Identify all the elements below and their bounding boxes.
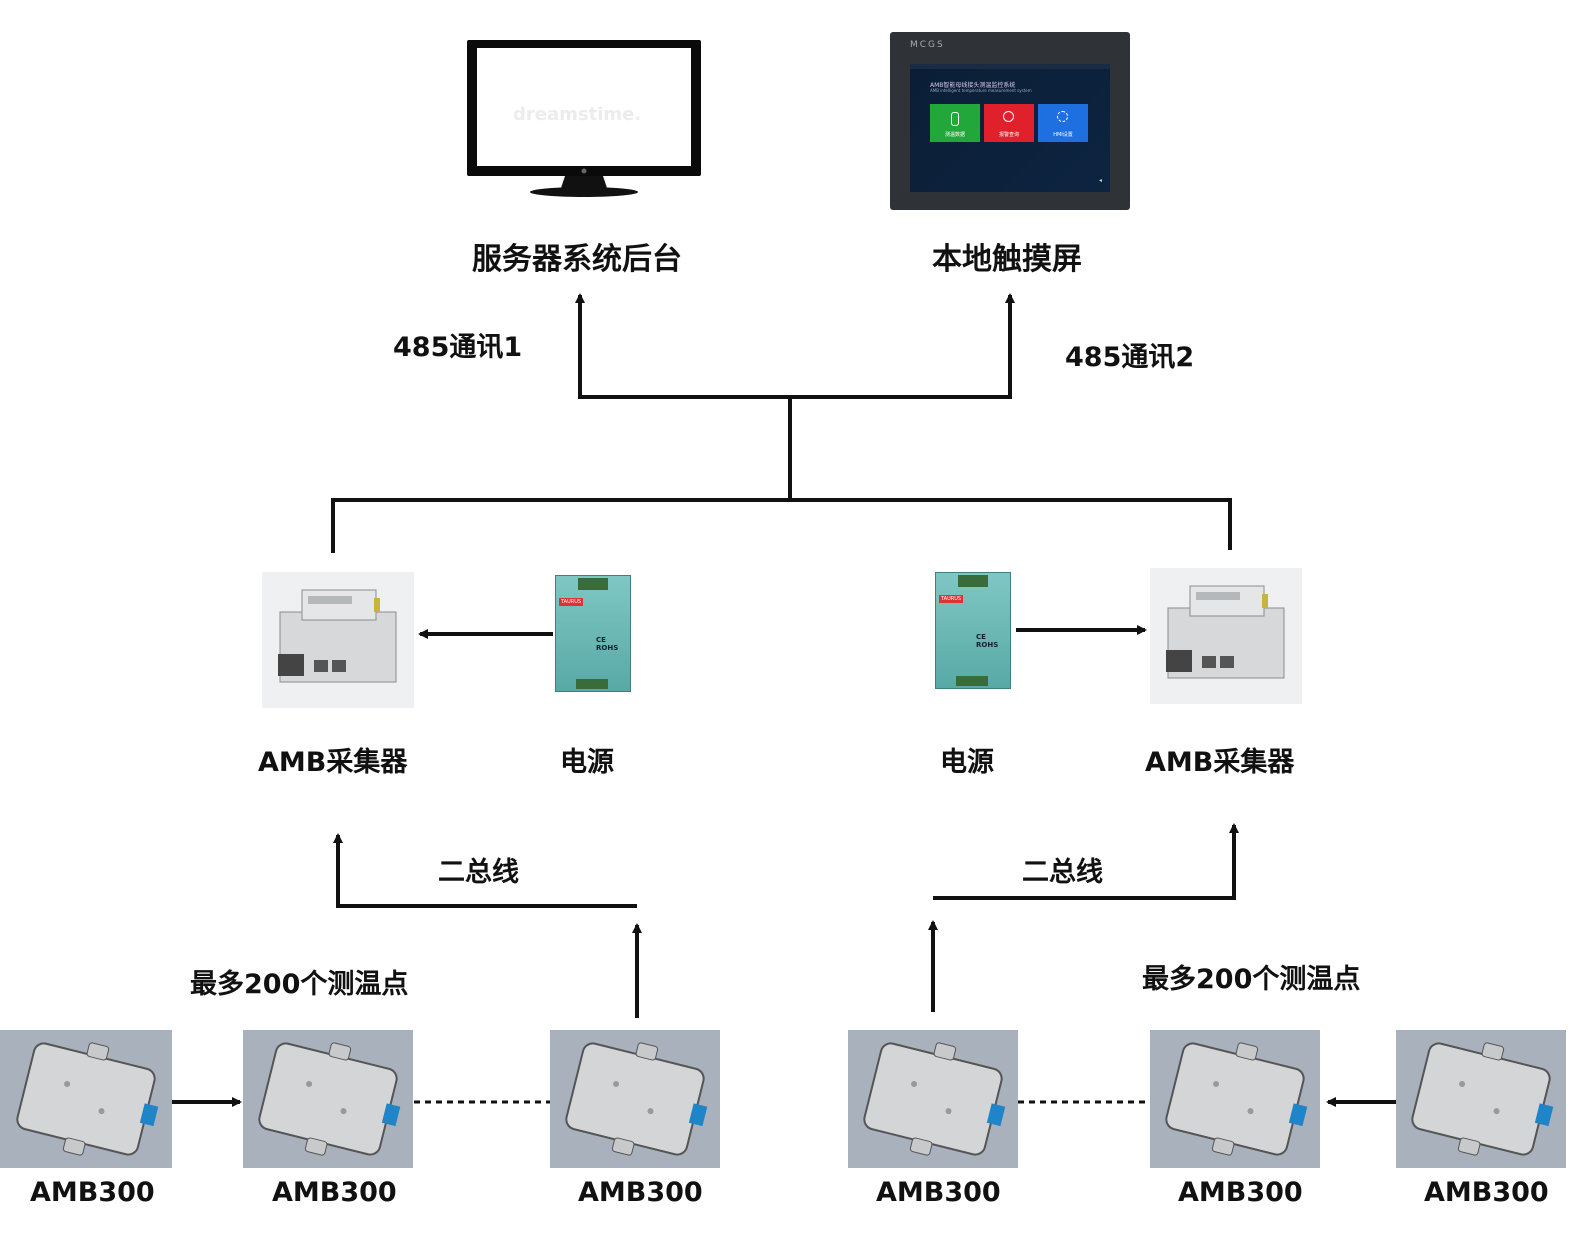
- right-sensor-2-label: AMB300: [1178, 1177, 1303, 1208]
- hmi-button-data[interactable]: 测温数据: [930, 104, 980, 142]
- left-bus-line: [333, 833, 637, 908]
- server-label: 服务器系统后台: [472, 242, 682, 277]
- left-power-supply: TAURUS CE ROHS: [555, 575, 631, 692]
- hmi-subtitle: AMB intelligent temperature measurement …: [930, 88, 1032, 93]
- psu-ce-mark: CE ROHS: [976, 633, 999, 649]
- psu-brand-badge: TAURUS: [559, 598, 584, 606]
- right-max-points-label: 最多200个测温点: [1142, 964, 1361, 995]
- touchscreen-label: 本地触摸屏: [932, 242, 1082, 277]
- left-sensor-1-label: AMB300: [30, 1177, 155, 1208]
- line-to-server: [575, 293, 790, 399]
- left-bus-label: 二总线: [438, 857, 519, 888]
- monitor-watermark: dreamstime.: [513, 104, 642, 125]
- hmi-screen: AMB智能母线接头测温监控系统 AMB intelligent temperat…: [910, 64, 1110, 192]
- right-sensor-3-module: [1396, 1030, 1566, 1168]
- server-monitor-icon: dreamstime.: [465, 38, 703, 200]
- left-sensor-1-module: [0, 1030, 172, 1168]
- hmi-button-settings[interactable]: HMI设置: [1038, 104, 1088, 142]
- comm1-label: 485通讯1: [393, 332, 523, 363]
- branch-line: [331, 498, 1232, 553]
- hmi-title: AMB智能母线接头测温监控系统: [930, 82, 1016, 89]
- right-sensor-2-module: [1150, 1030, 1320, 1168]
- left-collector-label: AMB采集器: [258, 747, 408, 778]
- right-collector-label: AMB采集器: [1145, 747, 1295, 778]
- left-sensor-3-label: AMB300: [578, 1177, 703, 1208]
- left-collector-device: [262, 572, 414, 708]
- left-sensor-2-label: AMB300: [272, 1177, 397, 1208]
- speaker-icon: ◂: [1098, 177, 1102, 184]
- touchscreen-device: MCGS AMB智能母线接头测温监控系统 AMB intelligent tem…: [890, 32, 1130, 210]
- right-bus-line: [933, 823, 1239, 900]
- gear-icon: [1057, 111, 1068, 122]
- left-power-label: 电源: [560, 747, 614, 778]
- left-sensor-2-module: [243, 1030, 413, 1168]
- hmi-brand: MCGS: [910, 40, 945, 50]
- right-power-supply: TAURUS CE ROHS: [935, 572, 1011, 689]
- thermometer-icon: [951, 112, 959, 126]
- right-sensor-3-label: AMB300: [1424, 1177, 1549, 1208]
- psu-brand-badge: TAURUS: [939, 595, 964, 603]
- right-sensor-1-module: [848, 1030, 1018, 1168]
- right-bus-label: 二总线: [1022, 857, 1103, 888]
- hmi-button-alarm[interactable]: 报警查询: [984, 104, 1034, 142]
- comm2-label: 485通讯2: [1065, 342, 1195, 373]
- magnifier-icon: [1003, 111, 1014, 122]
- line-to-touchscreen: [790, 293, 1015, 399]
- psu-ce-mark: CE ROHS: [596, 636, 619, 652]
- right-sensor-1-label: AMB300: [876, 1177, 1001, 1208]
- right-power-label: 电源: [940, 747, 994, 778]
- right-collector-device: [1150, 568, 1302, 704]
- left-sensor-3-module: [550, 1030, 720, 1168]
- left-max-points-label: 最多200个测温点: [190, 969, 409, 1000]
